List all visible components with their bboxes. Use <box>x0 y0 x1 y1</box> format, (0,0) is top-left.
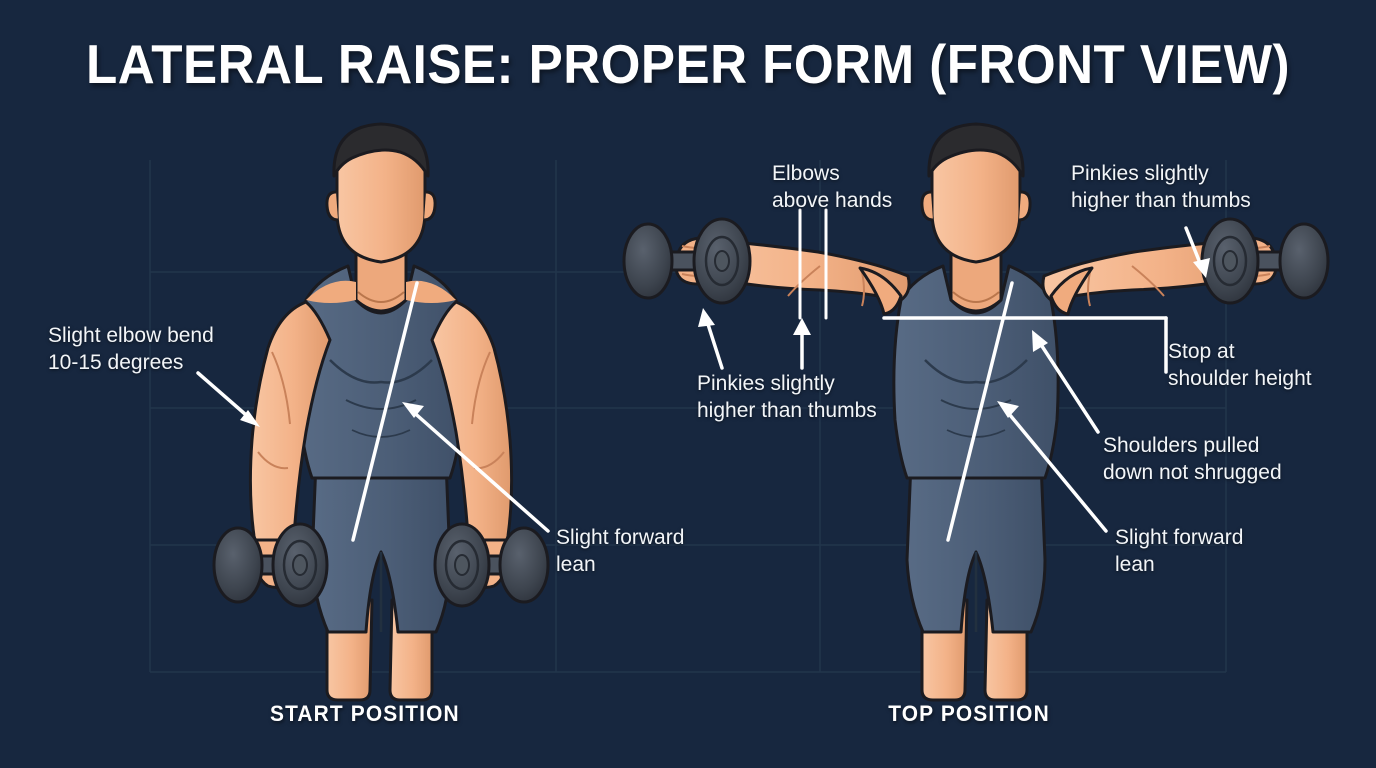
annotation-elbows-above-hands-line1: Elbows <box>772 162 840 185</box>
annotation-shoulders-down-line2: down not shrugged <box>1103 461 1282 484</box>
dumbbell-right-top <box>1200 217 1330 305</box>
caption-start-position: START POSITION <box>269 701 460 726</box>
annotation-stop-shoulder-height-line1: Stop at <box>1168 340 1235 363</box>
annotation-forward-lean-left-line2: lean <box>556 553 596 576</box>
lean-line-right <box>946 281 1014 542</box>
top-guide-lines <box>798 208 1168 542</box>
annotation-pinkies-left: Pinkies slightly higher than thumbs <box>697 370 877 424</box>
dumbbell-left-start <box>212 522 329 608</box>
annotation-pinkies-left-line1: Pinkies slightly <box>697 372 835 395</box>
annotation-forward-lean-right: Slight forward lean <box>1115 524 1243 578</box>
annotation-stop-shoulder-height: Stop at shoulder height <box>1168 338 1312 392</box>
top-annotation-arrows <box>698 226 1210 533</box>
annotation-elbow-bend: Slight elbow bend 10-15 degrees <box>48 322 214 376</box>
lean-line-left <box>351 281 419 542</box>
annotation-elbow-bend-line1: Slight elbow bend <box>48 324 214 347</box>
annotation-elbow-bend-line2: 10-15 degrees <box>48 351 184 374</box>
annotation-stop-shoulder-height-line2: shoulder height <box>1168 367 1312 390</box>
annotation-forward-lean-left-line1: Slight forward <box>556 526 685 549</box>
annotation-pinkies-left-line2: higher than thumbs <box>697 399 877 422</box>
start-guide-lines <box>351 281 419 542</box>
annotation-elbows-above-hands-line2: above hands <box>772 189 893 212</box>
annotation-shoulders-down-line1: Shoulders pulled <box>1103 434 1260 457</box>
start-annotation-arrows <box>196 371 550 533</box>
annotation-forward-lean-right-line1: Slight forward <box>1115 526 1244 549</box>
caption-top-position: TOP POSITION <box>888 701 1050 726</box>
start-figure-body <box>248 122 514 702</box>
annotation-forward-lean-right-line2: lean <box>1115 553 1155 576</box>
annotation-elbows-above-hands: Elbows above hands <box>772 160 892 214</box>
page-title: LATERAL RAISE: PROPER FORM (FRONT VIEW) <box>85 33 1291 95</box>
annotation-shoulders-down: Shoulders pulled down not shrugged <box>1103 432 1282 486</box>
dumbbell-right-start <box>433 522 550 608</box>
annotation-forward-lean-left: Slight forward lean <box>556 524 684 578</box>
annotation-pinkies-right-line2: higher than thumbs <box>1071 189 1251 212</box>
annotation-pinkies-right-line1: Pinkies slightly <box>1071 162 1209 185</box>
annotation-pinkies-right: Pinkies slightly higher than thumbs <box>1071 160 1251 214</box>
dumbbell-left-top <box>622 217 752 305</box>
